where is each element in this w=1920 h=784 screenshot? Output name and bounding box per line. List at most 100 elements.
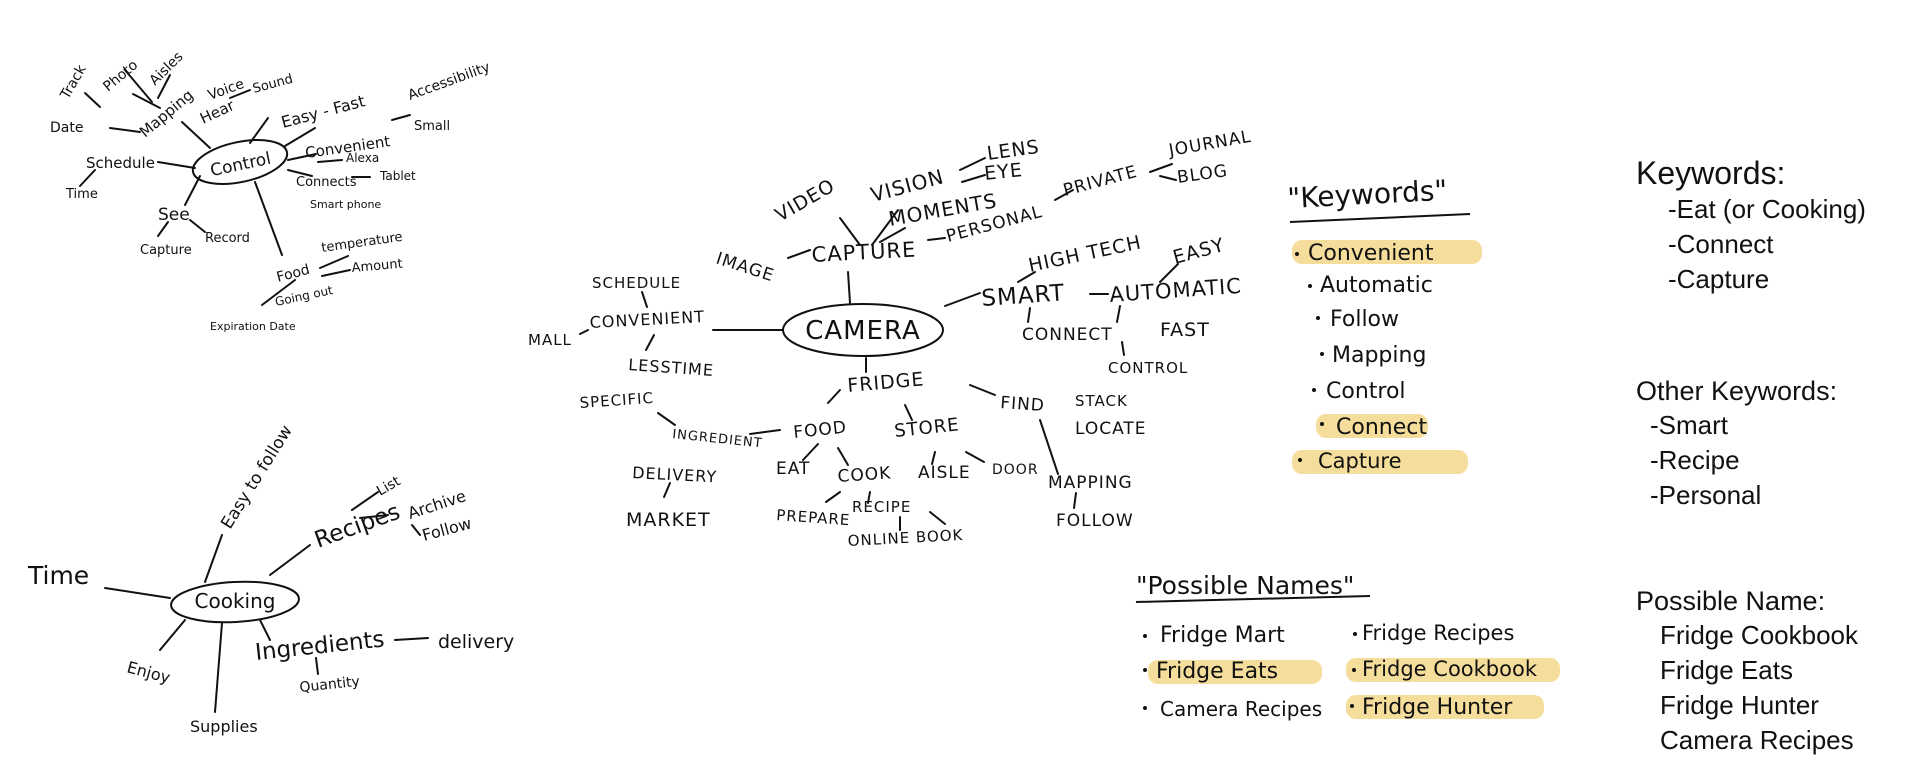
node-lesstime: LESSTIME <box>628 355 715 380</box>
node-door: DOOR <box>992 462 1039 478</box>
keyword-item: Capture <box>1318 449 1402 473</box>
node-supplies: Supplies <box>190 717 258 736</box>
keywords-summary: Keywords: -Eat (or Cooking) -Connect -Ca… <box>1636 154 1916 297</box>
name-item: Fridge Mart <box>1160 623 1285 648</box>
node-expiration-date: Expiration Date <box>210 320 296 333</box>
node-schedule: SCHEDULE <box>592 274 681 292</box>
node-prepare: PREPARE <box>776 506 851 529</box>
possible-name-item: Fridge Cookbook <box>1660 620 1858 650</box>
node-connects: Connects <box>296 175 357 190</box>
node-sound: Sound <box>251 72 294 97</box>
camera-center-label: CAMERA <box>805 316 921 346</box>
node-control: CONTROL <box>1108 359 1188 377</box>
node-time: Time <box>65 187 98 202</box>
node-track: Track <box>57 62 90 103</box>
name-item: Fridge Hunter <box>1362 695 1513 720</box>
node-high-tech: HIGH TECH <box>1026 231 1143 276</box>
node-easy: EASY <box>1171 234 1228 269</box>
possible-names-summary: Possible Name: Fridge Cookbook Fridge Ea… <box>1636 584 1916 758</box>
node-tablet: Tablet <box>379 169 416 183</box>
node-smart: SMART <box>981 280 1066 312</box>
names-bullets <box>1143 632 1357 710</box>
node-delivery: delivery <box>438 631 514 653</box>
node-enjoy: Enjoy <box>125 658 172 688</box>
node-easy-fast: Easy - Fast <box>279 91 367 132</box>
node-see: See <box>158 205 190 225</box>
node-capture: Capture <box>140 243 192 258</box>
keywords-summary-item: -Connect <box>1668 229 1774 259</box>
node-mapping: MAPPING <box>1048 473 1133 493</box>
other-keywords-item: -Smart <box>1650 410 1728 440</box>
node-delivery: DELIVERY <box>632 463 718 486</box>
keyword-item: Connect <box>1336 415 1427 440</box>
sketch-board: Control Track Photo Aisles Date Mapping … <box>27 49 1560 736</box>
node-convenient: CONVENIENT <box>589 307 705 332</box>
node-specific: SPECIFIC <box>579 389 655 412</box>
possible-name-item: Fridge Eats <box>1660 655 1793 685</box>
node-ingredients: Ingredients <box>254 627 386 666</box>
other-keywords-summary: Other Keywords: -Smart -Recipe -Personal <box>1636 374 1916 513</box>
node-fast: FAST <box>1160 319 1210 341</box>
node-food: FOOD <box>792 417 847 442</box>
keywords-summary-title: Keywords: <box>1636 155 1786 191</box>
cooking-center-label: Cooking <box>195 589 276 613</box>
node-time-cooking: Time <box>27 561 89 590</box>
keyword-item: Mapping <box>1332 343 1426 368</box>
node-find: FIND <box>1000 393 1046 416</box>
node-automatic: AUTOMATIC <box>1109 274 1243 307</box>
node-easy-to-follow: Easy to follow <box>217 422 297 533</box>
cooking-map-labels: Cooking Easy to follow Recipes List Arch… <box>27 422 514 736</box>
control-map-labels: Control Track Photo Aisles Date Mapping … <box>50 49 492 333</box>
name-item: Fridge Cookbook <box>1362 657 1538 681</box>
node-private: PRIVATE <box>1061 162 1140 201</box>
node-going-out: Going out <box>274 283 335 309</box>
keywords-summary-item: -Capture <box>1668 264 1770 294</box>
possible-name-item: Camera Recipes <box>1660 725 1854 755</box>
keywords-bullets <box>1295 252 1324 462</box>
node-accessibility: Accessibility <box>406 59 492 104</box>
names-sketch: "Possible Names" Fridge Mart Fridge Reci… <box>1135 571 1538 721</box>
node-cook: COOK <box>837 463 892 487</box>
keyword-item: Convenient <box>1308 241 1434 266</box>
node-photo: Photo <box>100 57 141 95</box>
node-blog: BLOG <box>1176 161 1229 188</box>
node-online-book: ONLINE BOOK <box>847 526 964 550</box>
node-small: Small <box>414 119 450 134</box>
node-stack: STACK <box>1075 392 1128 410</box>
node-ingredient: INGREDIENT <box>672 427 764 451</box>
cooking-map-lines <box>104 491 429 713</box>
node-quantity: Quantity <box>299 674 361 696</box>
keyword-item: Follow <box>1330 307 1399 332</box>
possible-name-item: Fridge Hunter <box>1660 690 1819 720</box>
node-eye: EYE <box>983 159 1024 185</box>
node-smart-phone: Smart phone <box>310 198 381 211</box>
highlight-marks <box>1148 240 1560 719</box>
node-video: VIDEO <box>772 175 839 227</box>
node-schedule: Schedule <box>86 154 155 172</box>
node-capture: CAPTURE <box>811 238 917 267</box>
keywords-sketch-title: "Keywords" <box>1287 174 1448 215</box>
node-eat: EAT <box>776 459 810 479</box>
node-list: List <box>374 473 404 499</box>
node-connect: CONNECT <box>1022 325 1113 345</box>
node-record: Record <box>205 231 250 246</box>
other-keywords-title: Other Keywords: <box>1636 376 1838 406</box>
node-recipe: RECIPE <box>852 498 911 516</box>
node-aisle: AISLE <box>918 463 971 483</box>
node-locate: LOCATE <box>1075 419 1147 439</box>
node-follow: Follow <box>420 514 473 545</box>
node-amount: Amount <box>351 257 403 276</box>
keywords-sketch: "Keywords" Convenient Automatic Follow M… <box>1287 174 1471 473</box>
keyword-item: Control <box>1326 379 1406 404</box>
node-fridge: FRIDGE <box>847 368 926 397</box>
node-image: IMAGE <box>713 249 776 287</box>
node-follow: FOLLOW <box>1056 511 1134 531</box>
node-temperature: temperature <box>320 230 403 256</box>
node-store: STORE <box>893 414 960 442</box>
camera-map-labels: CAMERA VIDEO VISION LENS EYE MOMENTS IMA… <box>528 127 1253 550</box>
control-map-lines <box>79 69 411 306</box>
keyword-item: Automatic <box>1320 273 1433 298</box>
name-item: Fridge Eats <box>1156 659 1278 684</box>
node-date: Date <box>50 120 83 136</box>
name-item: Camera Recipes <box>1160 697 1322 721</box>
